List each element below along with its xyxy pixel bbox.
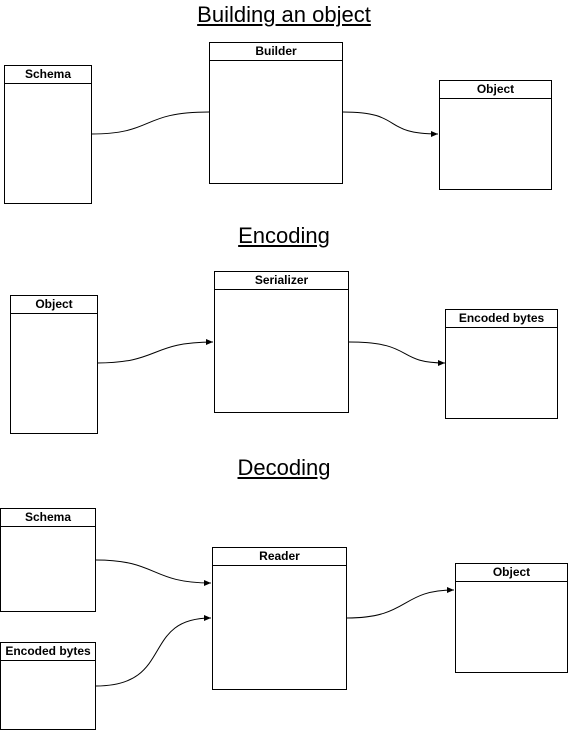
connector-serializer-to-encoded — [348, 341, 446, 366]
serializer-box: Serializer — [214, 271, 349, 413]
connector-reader-to-object — [346, 587, 455, 619]
encoded-bytes-input-box-label: Encoded bytes — [1, 643, 95, 661]
builder-box: Builder — [209, 42, 343, 184]
builder-box-label: Builder — [210, 43, 342, 61]
section-title-encoding: Encoding — [238, 223, 330, 248]
serializer-box-label: Serializer — [215, 272, 348, 290]
encoded-bytes-box: Encoded bytes — [445, 309, 558, 419]
schema-input-box: Schema — [0, 508, 96, 612]
object-input-box: Object — [10, 295, 98, 434]
encoded-bytes-input-box: Encoded bytes — [0, 642, 96, 730]
object-input-box-label: Object — [11, 296, 97, 314]
reader-box: Reader — [212, 547, 347, 690]
connector-builder-to-object — [342, 111, 439, 137]
connector-object-to-serializer — [96, 339, 214, 364]
object-box-label: Object — [440, 81, 551, 99]
schema-input-box-label: Schema — [1, 509, 95, 527]
section-title-building: Building an object — [197, 2, 371, 27]
schema-box: Schema — [4, 65, 92, 204]
object-output-box-label: Object — [456, 564, 567, 582]
reader-box-label: Reader — [213, 548, 346, 566]
object-output-box: Object — [455, 563, 568, 673]
encoded-bytes-box-label: Encoded bytes — [446, 310, 557, 328]
schema-box-label: Schema — [5, 66, 91, 84]
object-box: Object — [439, 80, 552, 190]
connector-encoded-to-reader — [95, 615, 212, 687]
connector-schema-to-reader — [95, 559, 212, 586]
section-title-decoding: Decoding — [237, 455, 331, 480]
connector-schema-to-builder — [90, 111, 210, 135]
